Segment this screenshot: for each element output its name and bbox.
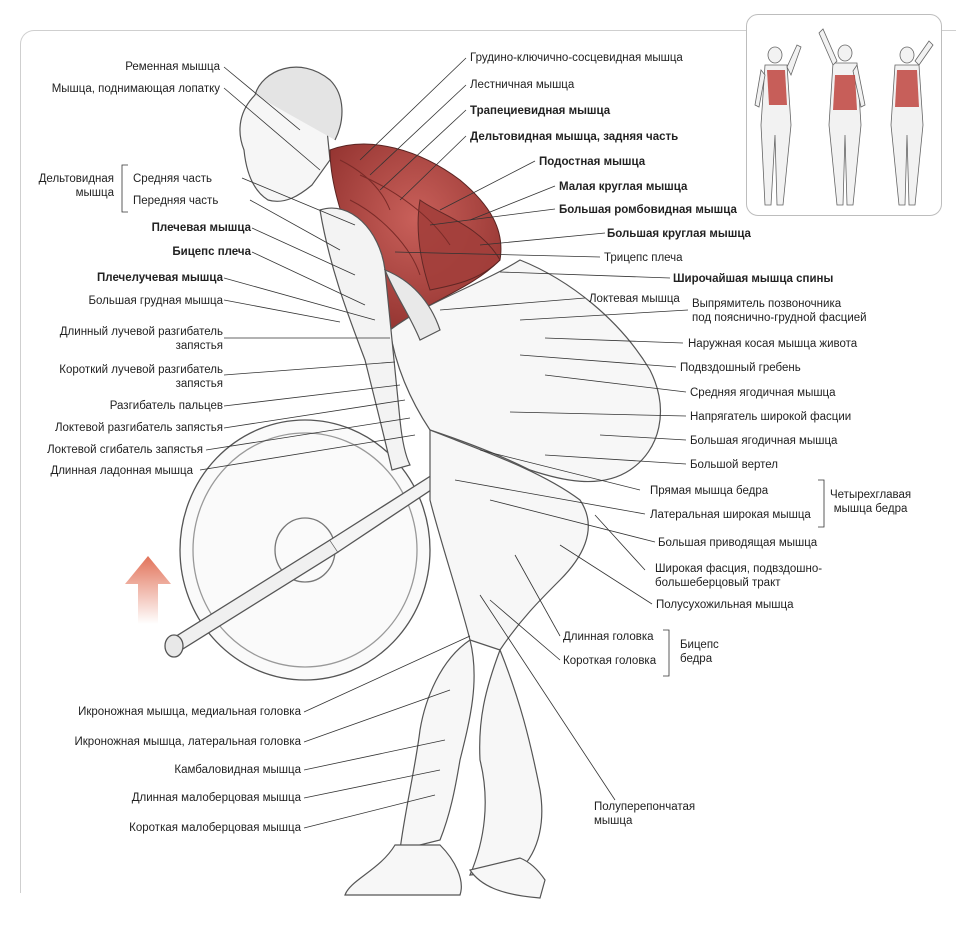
label-deltoid-front: Передняя часть [133,195,219,207]
inset-target-muscles [767,70,919,110]
label-trapezius: Трапециевидная мышца [470,105,611,117]
label-greater-trochanter: Большой вертел [690,459,779,471]
head [239,66,343,202]
label-peroneus-brevis: Короткая малоберцовая мышца [129,822,301,834]
label-scalene: Лестничная мышца [470,79,575,91]
up-arrow-icon [125,556,171,624]
arms [319,207,441,471]
label-erector: Выпрямитель позвоночника под пояснично-г… [692,298,867,324]
label-peroneus-longus: Длинная малоберцовая мышца [131,792,301,804]
label-ext-oblique: Наружная косая мышца живота [688,338,858,350]
label-rhomboid-major: Большая ромбовидная мышца [559,204,737,216]
label-gastro-medial: Икроножная мышца, медиальная головка [78,706,301,718]
label-quad-group: Четырехглавая мышца бедра [830,489,912,515]
label-long-head: Длинная головка [563,631,654,643]
label-triceps: Трицепс плеча [604,252,683,264]
label-short-head: Короткая головка [563,655,657,667]
label-deltoid-rear: Дельтовидная мышца, задняя часть [470,131,679,143]
label-vastus-lateralis: Латеральная широкая мышца [650,509,811,521]
label-deltoid-middle: Средняя часть [133,173,212,185]
label-teres-minor: Малая круглая мышца [559,181,688,193]
brackets [121,164,825,677]
label-deltoid-group: Дельтовидная мышца [38,173,114,199]
label-gastro-lateral: Икроножная мышца, латеральная головка [74,736,302,748]
label-tfl: Напрягатель широкой фасции [690,411,852,423]
label-brachioradialis: Плечелучевая мышца [97,272,223,284]
label-latissimus: Широчайшая мышца спины [673,273,834,285]
inset-thumbnail [746,14,942,216]
label-ecu: Локтевой разгибатель запястья [54,422,223,434]
inset-figures [754,28,934,206]
label-pectoralis-major: Большая грудная мышца [88,295,223,307]
label-glute-maximus: Большая ягодичная мышца [690,435,838,447]
label-brachialis: Плечевая мышца [151,222,251,234]
label-levator-scapulae: Мышца, поднимающая лопатку [51,83,220,95]
label-palmaris-longus: Длинная ладонная мышца [50,465,193,477]
label-glute-medius: Средняя ягодичная мышца [690,387,836,399]
leader-lines [199,57,689,829]
label-infraspinatus: Подостная мышца [539,156,646,168]
label-ext-digitorum: Разгибатель пальцев [109,400,223,412]
label-adductor-magnus: Большая приводящая мышца [658,537,818,549]
label-splenius: Ременная мышца [125,61,220,73]
page-border [20,30,956,893]
label-teres-major: Большая круглая мышца [607,228,751,240]
label-it-band: Широкая фасция, подвздошно- большеберцов… [655,563,823,589]
label-iliac-crest: Подвздошный гребень [680,362,801,374]
label-semimembranosus: Полуперепончатая мышца [594,801,696,827]
label-anconeus: Локтевая мышца [589,293,680,305]
label-ecr-brevis: Короткий лучевой разгибатель запястья [59,364,223,390]
label-fcu: Локтевой сгибатель запястья [47,444,203,456]
label-biceps-femoris: Бицепс бедра [680,639,719,665]
label-rectus-femoris: Прямая мышца бедра [650,485,769,497]
label-biceps: Бицепс плеча [172,246,251,258]
label-soleus: Камбаловидная мышца [174,764,301,776]
label-ecr-longus: Длинный лучевой разгибатель запястья [59,326,223,352]
label-semitendinosus: Полусухожильная мышца [656,599,794,611]
label-scm: Грудино-ключично-сосцевидная мышца [470,52,683,64]
